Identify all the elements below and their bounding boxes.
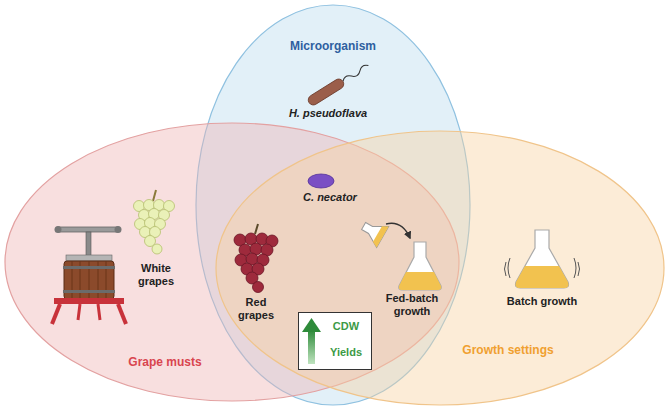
result-text: CDW [323,320,369,333]
ellipse-shape [216,131,664,405]
set-title: Growth settings [443,344,573,358]
icon-label: White grapes [131,262,181,287]
icon-label: Batch growth [497,295,587,308]
set-title: Grape musts [105,356,225,370]
organism-label: C. necator [285,191,375,204]
result-box: CDW Yields [298,312,372,370]
icon-label: Red grapes [233,296,279,321]
set-ellipse: Growth settings [215,130,665,406]
result-text: Yields [323,346,369,359]
set-title: Microorganism [233,40,433,54]
ellipse-outline [215,130,665,406]
icon-label: Fed-batch growth [381,292,443,317]
organism-label: H. pseudoflava [273,107,383,120]
